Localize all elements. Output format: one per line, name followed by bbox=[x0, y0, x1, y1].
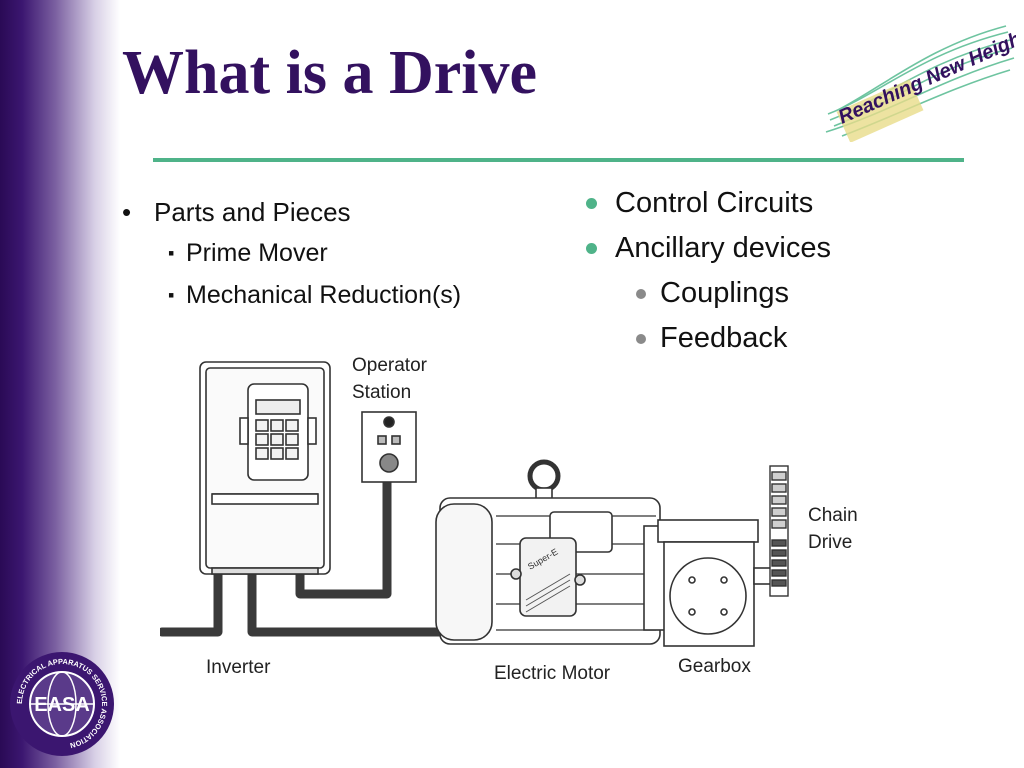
chain-label-line2: Drive bbox=[808, 532, 853, 553]
operator-label-line1: Operator bbox=[352, 355, 427, 376]
chain-drive-label: Chain Drive bbox=[808, 502, 858, 556]
chain-drive-illustration bbox=[769, 465, 789, 597]
operator-label-line2: Station bbox=[352, 382, 412, 403]
list-item-label: Feedback bbox=[660, 322, 788, 354]
slide-title: What is a Drive bbox=[122, 39, 538, 107]
list-item: ▪ Mechanical Reduction(s) bbox=[110, 276, 550, 318]
electric-motor-illustration: Super-E bbox=[435, 459, 667, 645]
gearbox-illustration bbox=[657, 519, 773, 647]
green-bullet-dot bbox=[586, 198, 597, 209]
left-bullet-list: • Parts and Pieces ▪ Prime Mover ▪ Mecha… bbox=[110, 194, 550, 318]
title-divider bbox=[153, 158, 964, 162]
list-item: Ancillary devices bbox=[583, 229, 1003, 274]
reaching-new-heights-logo: Reaching New Heights bbox=[820, 14, 1024, 143]
electric-motor-label: Electric Motor bbox=[494, 663, 611, 684]
list-item: • Parts and Pieces bbox=[110, 194, 550, 234]
list-item: ▪ Prime Mover bbox=[110, 234, 550, 276]
inverter-illustration bbox=[199, 361, 331, 575]
gray-bullet-dot bbox=[636, 334, 646, 344]
list-item-label: Couplings bbox=[660, 277, 789, 309]
square-bullet-marker: ▪ bbox=[168, 285, 175, 305]
list-item: Couplings bbox=[583, 274, 1003, 319]
gearbox-label: Gearbox bbox=[678, 656, 751, 677]
operator-station-label: Operator Station bbox=[352, 352, 427, 406]
operator-station-illustration bbox=[361, 411, 417, 483]
right-bullet-list: Control Circuits Ancillary devices Coupl… bbox=[583, 184, 1003, 364]
easa-seal-logo: ELECTRICAL APPARATUS SERVICE ASSOCIATION… bbox=[8, 650, 116, 758]
list-item: Control Circuits bbox=[583, 184, 1003, 229]
gray-bullet-dot bbox=[636, 289, 646, 299]
green-bullet-dot bbox=[586, 243, 597, 254]
list-item-label: Mechanical Reduction(s) bbox=[186, 281, 462, 309]
sidebar-gradient bbox=[0, 0, 120, 768]
chain-label-line1: Chain bbox=[808, 505, 858, 526]
cable bbox=[160, 569, 223, 637]
easa-abbr: EASA bbox=[34, 694, 90, 716]
list-item-label: Control Circuits bbox=[615, 187, 814, 219]
drive-system-diagram: Super-E bbox=[160, 348, 880, 688]
bullet-marker: • bbox=[122, 197, 132, 227]
list-item-label: Parts and Pieces bbox=[154, 197, 351, 227]
cable bbox=[295, 475, 392, 599]
list-item-label: Prime Mover bbox=[186, 239, 328, 267]
square-bullet-marker: ▪ bbox=[168, 243, 175, 263]
list-item-label: Ancillary devices bbox=[615, 232, 831, 264]
inverter-label: Inverter bbox=[206, 657, 271, 678]
list-item: Feedback bbox=[583, 319, 1003, 364]
